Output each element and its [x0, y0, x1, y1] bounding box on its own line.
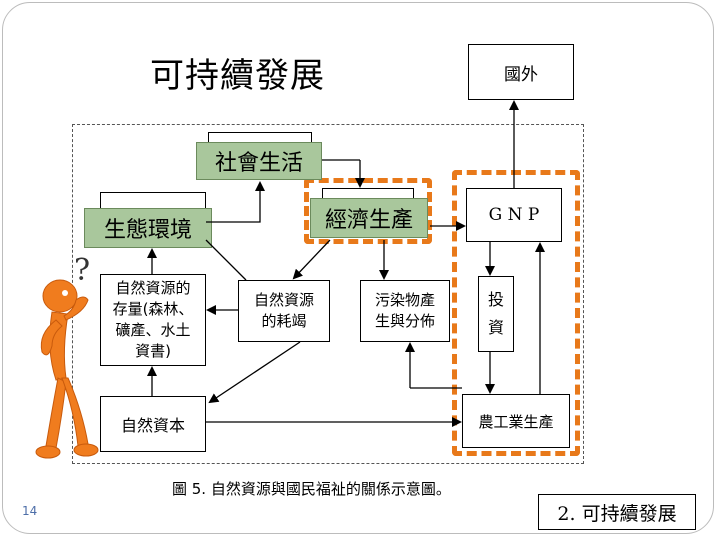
figure-caption: 圖 5. 自然資源與國民福祉的關係示意圖。: [172, 480, 451, 498]
node-resource-stock-label: 自然資源的 存量(森林、 礦產、水土 資書): [112, 279, 194, 360]
node-natural-capital: 自然資本: [100, 396, 206, 452]
node-natural-capital-label: 自然資本: [120, 416, 185, 435]
footer-section-text: 2. 可持續發展: [557, 502, 677, 525]
node-social-life: 社會生活: [196, 142, 322, 180]
page-number: 14: [22, 504, 38, 518]
node-pollutant-production: 污染物產 生與分佈: [360, 280, 450, 342]
node-pollutant-label: 污染物產 生與分佈: [374, 291, 435, 330]
node-ecological-environment: 生態環境: [84, 208, 212, 248]
question-mark-icon: ?: [74, 253, 90, 288]
node-investment-label: 投 資: [487, 290, 504, 337]
node-economic-label: 經濟生產: [324, 208, 413, 233]
node-gnp: G N P: [466, 188, 562, 242]
footer-section-label: 2. 可持續發展: [538, 494, 696, 530]
node-consumption-label: 自然資源 的耗竭: [253, 291, 314, 330]
thinking-person-icon: ?: [35, 253, 99, 459]
node-gnp-label: G N P: [488, 205, 540, 225]
economic-highlight: [304, 178, 432, 244]
slide-title: 可持續發展: [150, 56, 325, 96]
node-agri-industrial-production: 農工業生產: [462, 394, 570, 448]
node-foreign: 國外: [468, 44, 574, 100]
node-ecological-label: 生態環境: [103, 218, 192, 243]
slide-frame: [2, 2, 714, 534]
node-investment: 投 資: [478, 276, 514, 352]
node-social-life-label: 社會生活: [214, 151, 303, 176]
node-agri-industrial-label: 農工業生產: [478, 412, 554, 431]
gnp-production-highlight: [452, 170, 580, 456]
node-resource-consumption: 自然資源 的耗竭: [238, 280, 330, 342]
node-economic-production: 經濟生產: [310, 198, 428, 238]
node-foreign-label: 國外: [504, 64, 538, 85]
node-natural-resource-stock: 自然資源的 存量(森林、 礦產、水土 資書): [100, 274, 206, 366]
